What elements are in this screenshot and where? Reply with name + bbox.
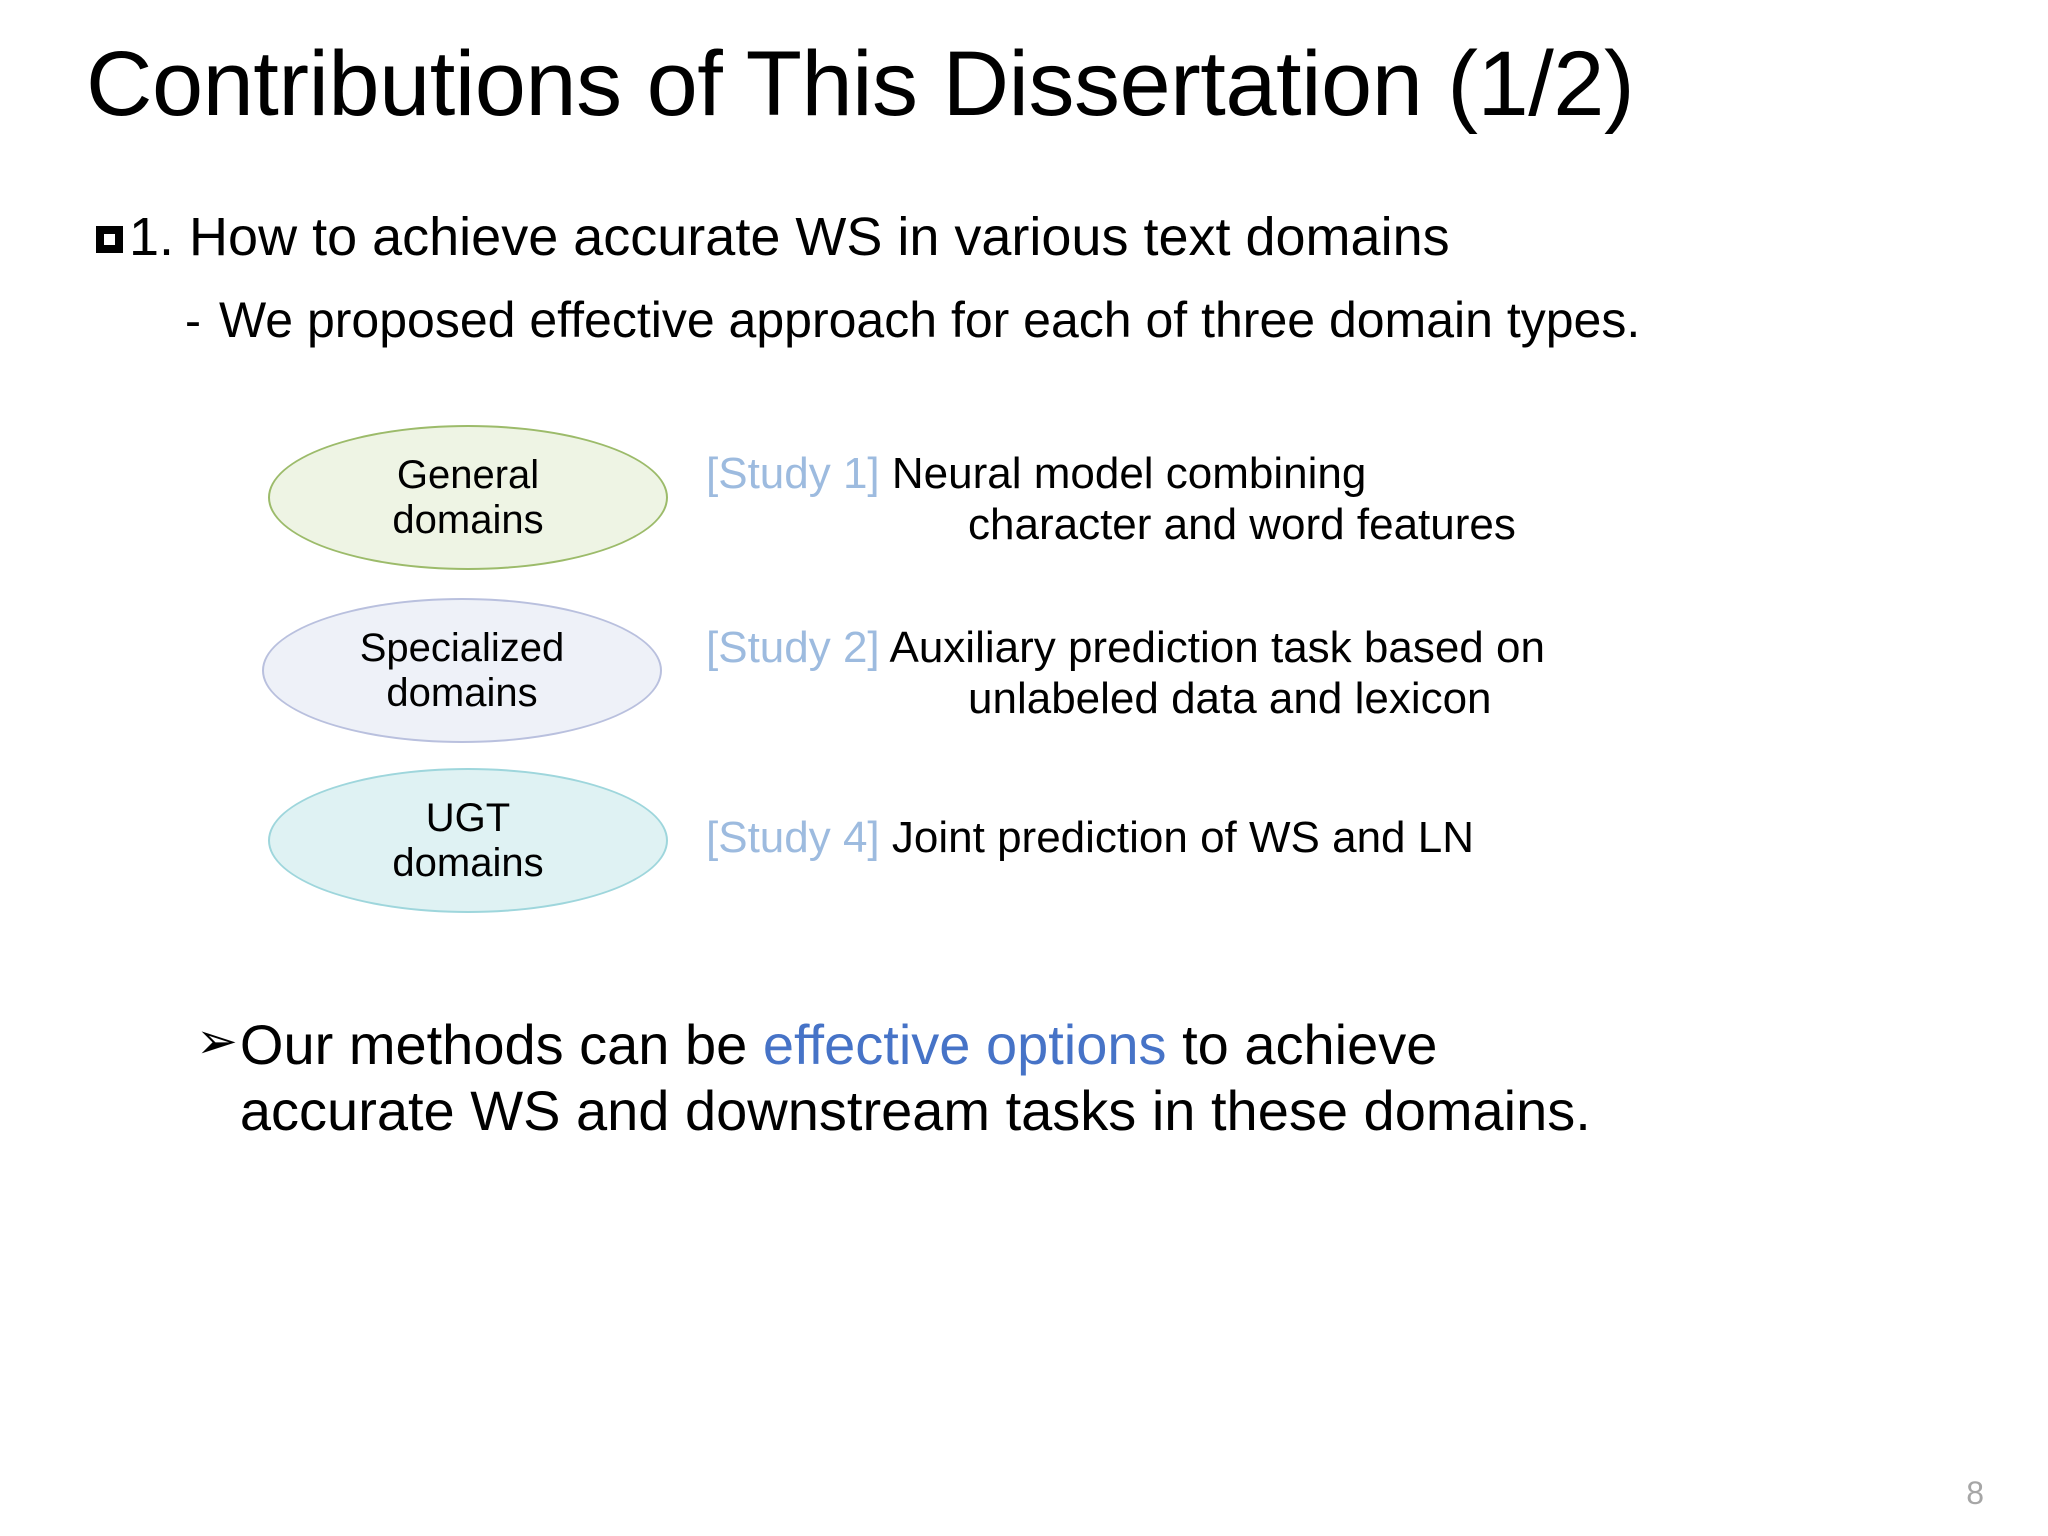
arrow-bullet-icon: ➢ xyxy=(196,1013,238,1069)
closing-line2: accurate WS and downstream tasks in thes… xyxy=(239,1079,1591,1143)
bullet-level1-label: 1. How to achieve accurate WS in various… xyxy=(129,207,1450,267)
study-2-text-cont: unlabeled data and lexicon xyxy=(968,674,1492,724)
bullet-level2-label: We proposed effective approach for each … xyxy=(218,292,1641,348)
ellipse-specialized-domains: Specialized domains xyxy=(262,598,662,743)
study-4-text: Joint prediction of WS and LN xyxy=(891,813,1474,862)
study-1-text-cont: character and word features xyxy=(968,500,1516,550)
ellipse-ugt-line1: UGT xyxy=(425,795,511,840)
ellipse-specialized-line2: domains xyxy=(386,670,538,715)
study-4-tag: [Study 4] xyxy=(706,813,880,862)
ellipse-general-line2: domains xyxy=(392,497,544,542)
study-1-text: Neural model combining xyxy=(891,449,1367,498)
study-2-text: Auxiliary prediction task based on xyxy=(889,623,1545,672)
page-number: 8 xyxy=(1966,1475,1984,1511)
study-2-tag: [Study 2] xyxy=(706,623,880,672)
hollow-square-bullet-icon xyxy=(96,226,123,253)
page-title: Contributions of This Dissertation (1/2) xyxy=(86,33,1635,135)
closing-line1-after: to achieve xyxy=(1166,1013,1438,1076)
ellipse-ugt-line2: domains xyxy=(392,840,544,885)
closing-line1-before: Our methods can be xyxy=(239,1013,763,1076)
ellipse-specialized-line1: Specialized xyxy=(359,625,565,670)
bullet-level2: - We proposed effective approach for eac… xyxy=(185,293,1640,349)
study-entry-2: [Study 2] Auxiliary prediction task base… xyxy=(706,622,1545,724)
dash-bullet-icon: - xyxy=(185,295,201,348)
ellipse-general-domains: General domains xyxy=(268,425,668,570)
bullet-closing-text: Our methods can be effective options to … xyxy=(240,1012,1591,1144)
study-entry-3: [Study 4] Joint prediction of WS and LN xyxy=(706,812,1474,863)
closing-line1-accent: effective options xyxy=(762,1013,1167,1076)
study-1-tag: [Study 1] xyxy=(706,449,880,498)
bullet-level1: 1. How to achieve accurate WS in various… xyxy=(96,207,1450,267)
bullet-closing: ➢ Our methods can be effective options t… xyxy=(196,1012,1591,1144)
ellipse-ugt-domains: UGT domains xyxy=(268,768,668,913)
ellipse-general-line1: General xyxy=(396,452,540,497)
study-entry-1: [Study 1] Neural model combining charact… xyxy=(706,448,1516,550)
